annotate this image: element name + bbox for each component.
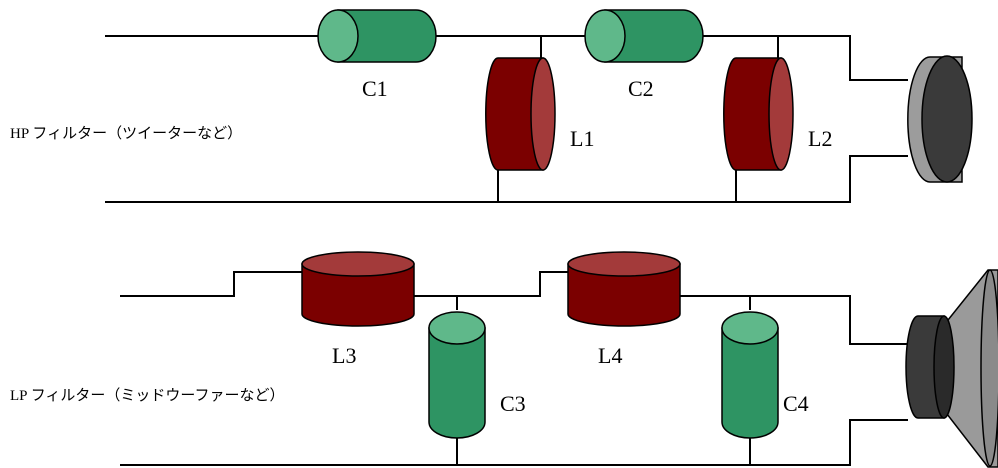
hp-bottom-wire: [105, 155, 908, 203]
capacitor-c4: [721, 311, 779, 439]
inductor-l4-body: [567, 263, 681, 327]
label-c1: C1: [362, 76, 388, 101]
inductor-l3: [301, 251, 415, 327]
capacitor-c2-face: [584, 9, 626, 63]
inductor-l1: [485, 57, 556, 171]
label-l1: L1: [570, 126, 594, 151]
capacitor-c1-body: [337, 9, 437, 63]
inductor-l4-face: [567, 251, 681, 277]
inductor-l3-body: [301, 263, 415, 327]
lp-bottom-wire: [120, 419, 908, 466]
hp-filter-label: HP フィルター（ツイーターなど）: [10, 125, 242, 142]
tweeter-dome: [921, 55, 973, 183]
capacitor-c3-body: [428, 327, 486, 439]
lp-top-wire: [120, 271, 908, 345]
label-l3: L3: [332, 343, 356, 368]
label-c4: C4: [783, 391, 809, 416]
woofer-magnet: [905, 315, 945, 419]
capacitor-c2-body: [604, 9, 704, 63]
inductor-l2: [723, 57, 794, 171]
tweeter-speaker-icon: [907, 55, 973, 183]
capacitor-c1-face: [317, 9, 359, 63]
capacitor-c2: [584, 9, 704, 63]
inductor-l1-body: [485, 57, 544, 171]
woofer-speaker-icon: [905, 269, 998, 468]
capacitor-c4-body: [721, 327, 779, 439]
capacitor-c4-face: [721, 311, 779, 345]
woofer-cone-rim: [980, 269, 998, 467]
inductor-l4: [567, 251, 681, 327]
capacitor-c1: [317, 9, 437, 63]
inductor-l3-face: [301, 251, 415, 277]
capacitor-c3: [428, 311, 486, 439]
hp-top-wire: [105, 35, 908, 81]
label-l4: L4: [598, 343, 622, 368]
hp-filter: C1 C2 L1 L2 HP フィルター（ツイーターなど）: [10, 9, 973, 203]
label-c3: C3: [500, 391, 526, 416]
capacitor-c3-face: [428, 311, 486, 345]
label-c2: C2: [628, 76, 654, 101]
lp-filter-label: LP フィルター（ミッドウーファーなど）: [10, 387, 285, 404]
woofer-magnet-face: [933, 315, 955, 419]
hp-l2-lead: [735, 36, 779, 202]
inductor-l2-face: [768, 57, 794, 171]
hp-l1-lead: [497, 36, 542, 202]
label-l2: L2: [808, 126, 832, 151]
inductor-l2-body: [723, 57, 782, 171]
lp-filter: L3 L4 C3 C4 LP フィルター（ミッドウーファーなど）: [10, 251, 998, 468]
inductor-l1-face: [530, 57, 556, 171]
